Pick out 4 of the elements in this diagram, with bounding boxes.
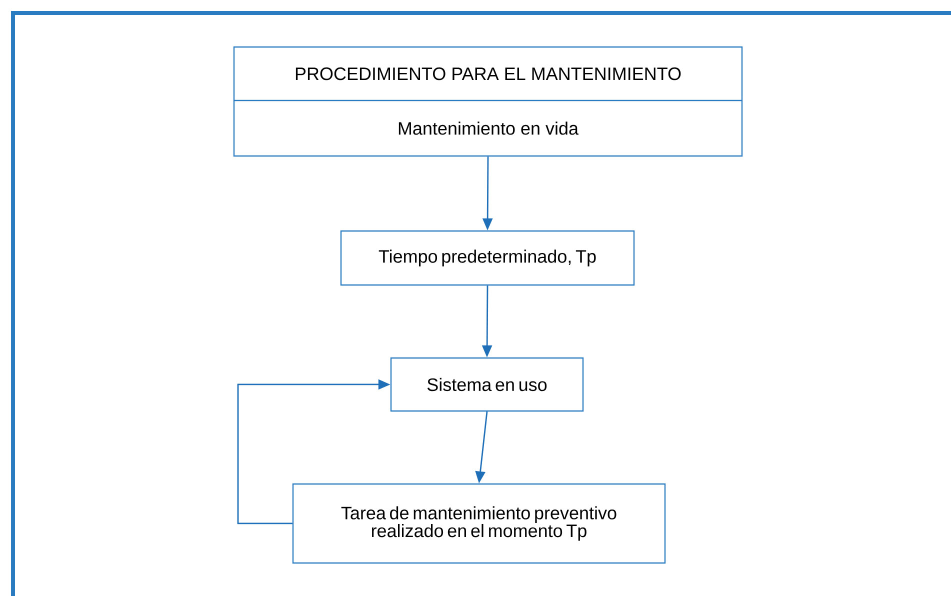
process-box: Tiempo predeterminado, Tp	[340, 230, 635, 286]
process-box: PROCEDIMIENTO PARA EL MANTENIMIENTO Mantenimiento en vida	[233, 46, 743, 157]
process-box: Sistema en uso	[390, 357, 584, 412]
process-box: Tarea de mantenimiento preventivo realizado en el momento Tp	[292, 483, 666, 564]
